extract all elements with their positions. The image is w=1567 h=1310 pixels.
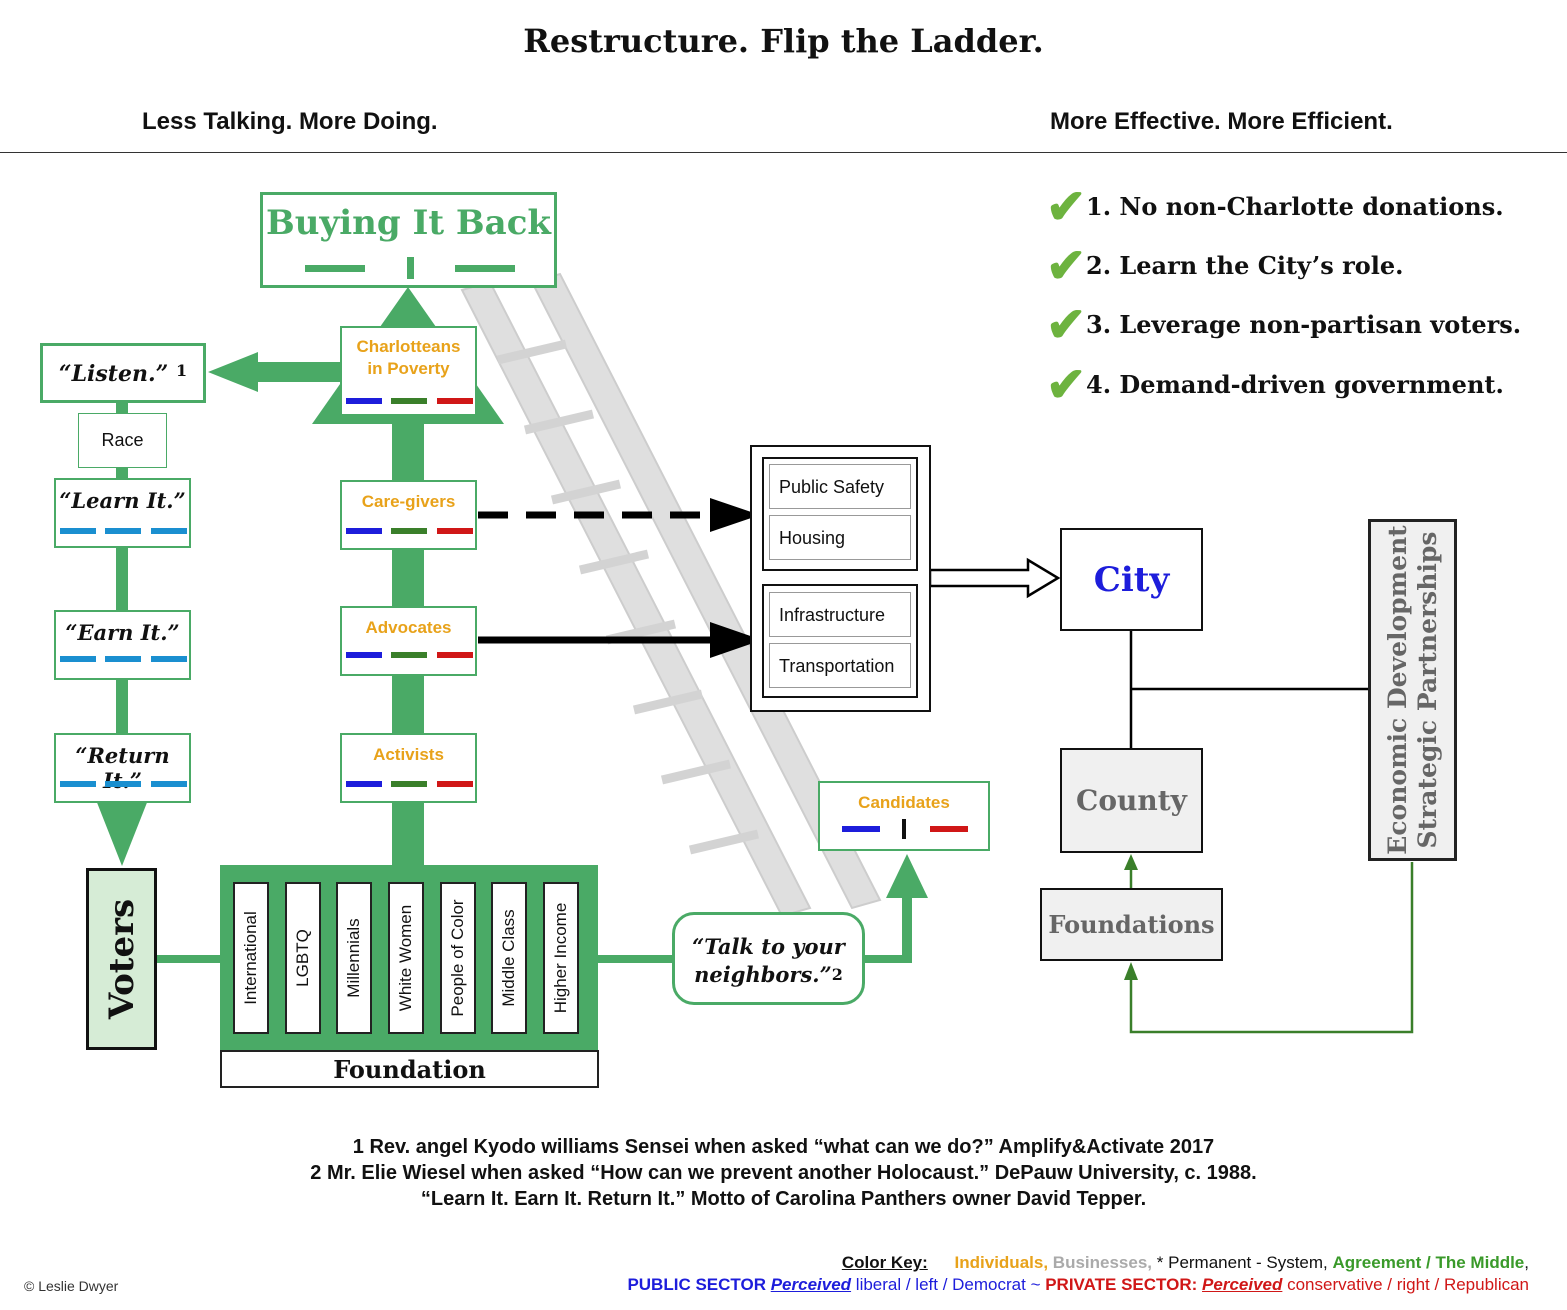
group-advocates-box: Advocates xyxy=(340,606,477,676)
motto-return-label: “Return It.” xyxy=(75,743,170,793)
key-perceived-1: Perceived xyxy=(770,1275,852,1294)
buying-it-back-label: Buying It Back xyxy=(266,203,551,243)
category-millennials: Millennials xyxy=(336,882,372,1034)
motto-earn-label: “Earn It.” xyxy=(65,620,180,645)
services-box: Public Safety Housing Infrastructure Tra… xyxy=(750,445,931,712)
services-group-1: Public Safety Housing xyxy=(762,457,918,571)
motto-learn-label: “Learn It.” xyxy=(59,488,186,513)
header-divider xyxy=(0,152,1567,153)
group-activists-box: Activists xyxy=(340,733,477,803)
city-box: City xyxy=(1060,528,1203,631)
color-key-label: Color Key: xyxy=(841,1253,928,1272)
checklist-item-2: 2. Learn the City’s role. xyxy=(1086,251,1404,280)
category-white-women: White Women xyxy=(388,882,424,1034)
group-advocates-label: Advocates xyxy=(365,618,452,637)
service-public-safety: Public Safety xyxy=(769,464,911,509)
services-group-2: Infrastructure Transportation xyxy=(762,584,918,698)
checklist-item-1: 1. No non-Charlotte donations. xyxy=(1086,192,1504,221)
talk-line2: neighbors.” xyxy=(694,962,832,987)
check-icon: ✔ xyxy=(1046,359,1087,412)
motto-return-box: “Return It.” xyxy=(54,733,191,803)
econ-line1: Economic Development xyxy=(1382,525,1412,855)
copyright: © Leslie Dwyer xyxy=(24,1278,119,1294)
buying-it-back-box: Buying It Back xyxy=(260,192,557,288)
talk-footnote-mark: 2 xyxy=(831,965,843,984)
candidates-box: Candidates xyxy=(818,781,990,851)
subtitle-right: More Effective. More Efficient. xyxy=(1050,108,1393,135)
key-agreement: Agreement / The Middle xyxy=(1332,1253,1525,1272)
category-middle-class: Middle Class xyxy=(491,882,527,1034)
category-international: International xyxy=(233,882,269,1034)
footnote-3: “Learn It. Earn It. Return It.” Motto of… xyxy=(420,1188,1147,1210)
foundation-label: Foundation xyxy=(220,1050,599,1088)
subtitle-left: Less Talking. More Doing. xyxy=(142,108,438,135)
talk-bubble: “Talk to your neighbors.”2 xyxy=(672,912,865,1005)
voters-box: Voters xyxy=(86,868,157,1050)
category-lgbtq: LGBTQ xyxy=(285,882,321,1034)
arrow-to-candidates xyxy=(886,854,928,898)
key-perceived-2: Perceived xyxy=(1202,1275,1283,1294)
service-infrastructure: Infrastructure xyxy=(769,592,911,637)
category-higher-income: Higher Income xyxy=(543,882,579,1034)
key-permanent: * Permanent - System, xyxy=(1156,1253,1328,1272)
key-trailing-comma: , xyxy=(1524,1253,1529,1272)
bar-left xyxy=(305,265,365,272)
county-box: County xyxy=(1060,748,1203,853)
motto-earn-box: “Earn It.” xyxy=(54,610,191,680)
footnote-2: 2 Mr. Elie Wiesel when asked “How can we… xyxy=(310,1162,1257,1184)
key-tilde: ~ xyxy=(1025,1275,1046,1294)
voters-label: Voters xyxy=(101,898,142,1020)
candidates-label: Candidates xyxy=(858,793,950,812)
footnote-1: 1 Rev. angel Kyodo williams Sensei when … xyxy=(352,1136,1215,1158)
listen-label: “Listen.” xyxy=(58,361,169,387)
key-private-sector: PRIVATE SECTOR: xyxy=(1045,1275,1198,1294)
econ-dev-box: Economic Development Strategic Partnersh… xyxy=(1368,519,1457,861)
check-icon: ✔ xyxy=(1046,181,1087,234)
check-icon: ✔ xyxy=(1046,299,1087,352)
econ-line2: Strategic Partnerships xyxy=(1412,531,1442,849)
listen-footnote-mark: 1 xyxy=(175,361,188,380)
checklist-item-4: 4. Demand-driven government. xyxy=(1086,370,1504,399)
key-public-sector: PUBLIC SECTOR xyxy=(627,1275,766,1294)
foundations-box: Foundations xyxy=(1040,888,1223,961)
key-businesses: Businesses, xyxy=(1052,1253,1153,1272)
bar-center xyxy=(407,257,414,279)
service-transportation: Transportation xyxy=(769,643,911,688)
arrow-to-voters xyxy=(96,800,148,866)
check-icon: ✔ xyxy=(1046,240,1087,293)
listen-box: “Listen.” 1 xyxy=(40,343,206,403)
key-individuals: Individuals, xyxy=(954,1253,1049,1272)
motto-learn-box: “Learn It.” xyxy=(54,478,191,548)
group-caregivers-box: Care-givers xyxy=(340,480,477,550)
key-conservative: conservative / right / Republican xyxy=(1282,1275,1529,1294)
group-caregivers-label: Care-givers xyxy=(361,492,456,511)
talk-line1: “Talk to your xyxy=(692,934,845,959)
color-key-line2: PUBLIC SECTOR Perceived liberal / left /… xyxy=(627,1275,1529,1295)
color-key-line1: Color Key: Individuals, Businesses, * Pe… xyxy=(842,1253,1529,1273)
checklist-item-3: 3. Leverage non-partisan voters. xyxy=(1086,310,1522,339)
service-housing: Housing xyxy=(769,515,911,560)
key-liberal: liberal / left / Democrat xyxy=(851,1275,1026,1294)
race-box: Race xyxy=(78,413,167,468)
page-title: Restructure. Flip the Ladder. xyxy=(523,22,1044,60)
category-people-of-color: People of Color xyxy=(440,882,476,1034)
group-activists-label: Activists xyxy=(373,745,444,764)
bar-right xyxy=(455,265,515,272)
arrow-to-listen xyxy=(208,352,345,392)
